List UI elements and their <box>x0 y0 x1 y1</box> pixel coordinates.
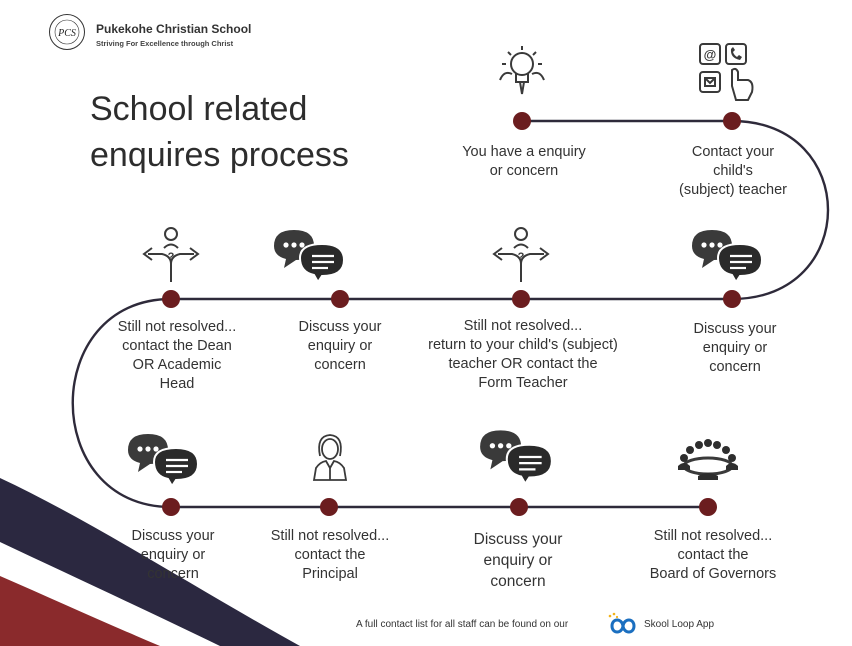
node-6 <box>162 290 180 308</box>
svg-text:PCS: PCS <box>57 28 76 39</box>
decision-icon: ? <box>142 227 200 282</box>
node-3 <box>723 290 741 308</box>
contact-icon: @ <box>699 43 754 101</box>
board-icon <box>678 439 738 480</box>
svg-text:?: ? <box>168 251 175 263</box>
school-motto: Striving For Excellence through Christ <box>96 39 234 48</box>
svg-text:?: ? <box>518 251 525 263</box>
principal-icon <box>312 434 348 481</box>
svg-text:@: @ <box>704 47 717 62</box>
node-10 <box>699 498 717 516</box>
chat-icon <box>480 430 553 486</box>
school-logo: PCS <box>49 14 85 50</box>
decision-icon: ? <box>492 227 550 282</box>
idea-icon <box>499 46 545 95</box>
chat-icon <box>692 230 764 284</box>
red-band <box>0 576 160 646</box>
process-path <box>71 119 829 509</box>
chat-icon <box>128 434 200 488</box>
node-8 <box>320 498 338 516</box>
node-4 <box>512 290 530 308</box>
page-title: School related enquires process <box>90 90 349 174</box>
footer-note: A full contact list for all staff can be… <box>356 619 569 630</box>
chat-icon <box>274 230 346 284</box>
node-2 <box>723 112 741 130</box>
node-9 <box>510 498 528 516</box>
school-name: Pukekohe Christian School <box>96 22 252 36</box>
skool-loop-app-link[interactable]: Skool Loop App <box>644 619 715 630</box>
step-4-label: Still not resolved...return to your chil… <box>428 318 618 391</box>
node-5 <box>331 290 349 308</box>
skool-loop-icon[interactable] <box>606 612 640 636</box>
node-1 <box>513 112 531 130</box>
process-nodes <box>162 112 741 516</box>
node-7 <box>162 498 180 516</box>
